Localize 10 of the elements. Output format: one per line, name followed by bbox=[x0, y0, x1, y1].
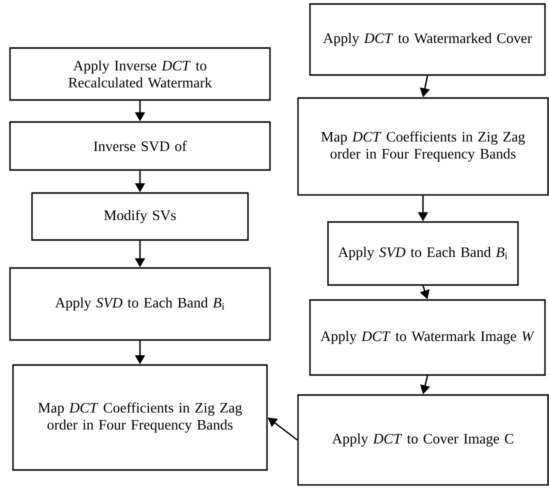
process-box: Apply SVD to Each Band B$_{i}$ bbox=[327, 221, 519, 286]
process-box: Modify SVs bbox=[31, 192, 249, 241]
process-box: Inverse SVD of bbox=[9, 121, 271, 171]
process-box: Apply DCT to Watermark Image W bbox=[309, 299, 546, 376]
process-box: Apply DCT to Cover Image C bbox=[297, 394, 549, 486]
process-box: Map DCT Coefficients in Zig Zag order in Four Frequency Bands bbox=[12, 364, 268, 471]
process-box: Map DCT Coefficients in Zig Zag order in Four Frequency Bands bbox=[297, 97, 549, 196]
process-box: Apply DCT to Watermarked Cover bbox=[309, 3, 546, 76]
process-box: Apply SVD to Each Band B$_{i}$ bbox=[9, 267, 271, 341]
process-box: Apply Inverse DCT to Recalculated Watermark bbox=[9, 47, 271, 101]
